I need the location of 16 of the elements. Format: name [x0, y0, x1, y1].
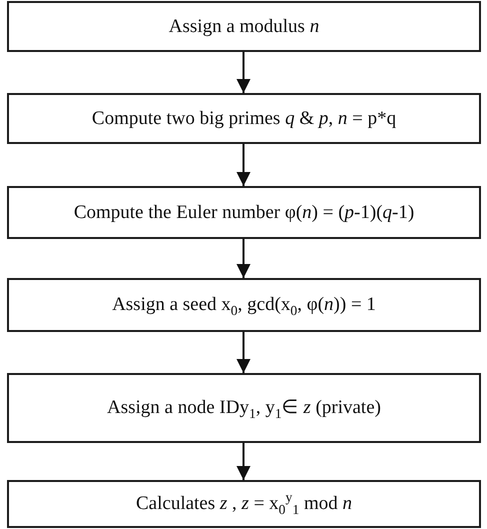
step-text: Compute the Euler number φ(n) = (p-1)(q-1): [74, 202, 414, 224]
process-box: [7, 278, 481, 332]
arrow: [236, 144, 250, 186]
step-text: Compute two big primes q & p, n = p*q: [92, 108, 396, 130]
process-box: [7, 1, 481, 52]
process-box: [7, 93, 481, 144]
process-box: [7, 186, 481, 239]
arrow: [236, 443, 250, 480]
arrow: [236, 332, 250, 373]
step-text: Assign a modulus n: [168, 16, 320, 38]
process-box: [7, 480, 481, 528]
arrow: [236, 52, 250, 93]
step-text: Assign a node IDy$_{1}$, y$_{1}$∈ z (private): [107, 397, 381, 419]
step-text: Assign a seed x$_{0}$, gcd(x$_{0}$, φ(n)) = 1: [112, 294, 376, 316]
arrow: [236, 239, 250, 278]
process-box: [7, 373, 481, 443]
